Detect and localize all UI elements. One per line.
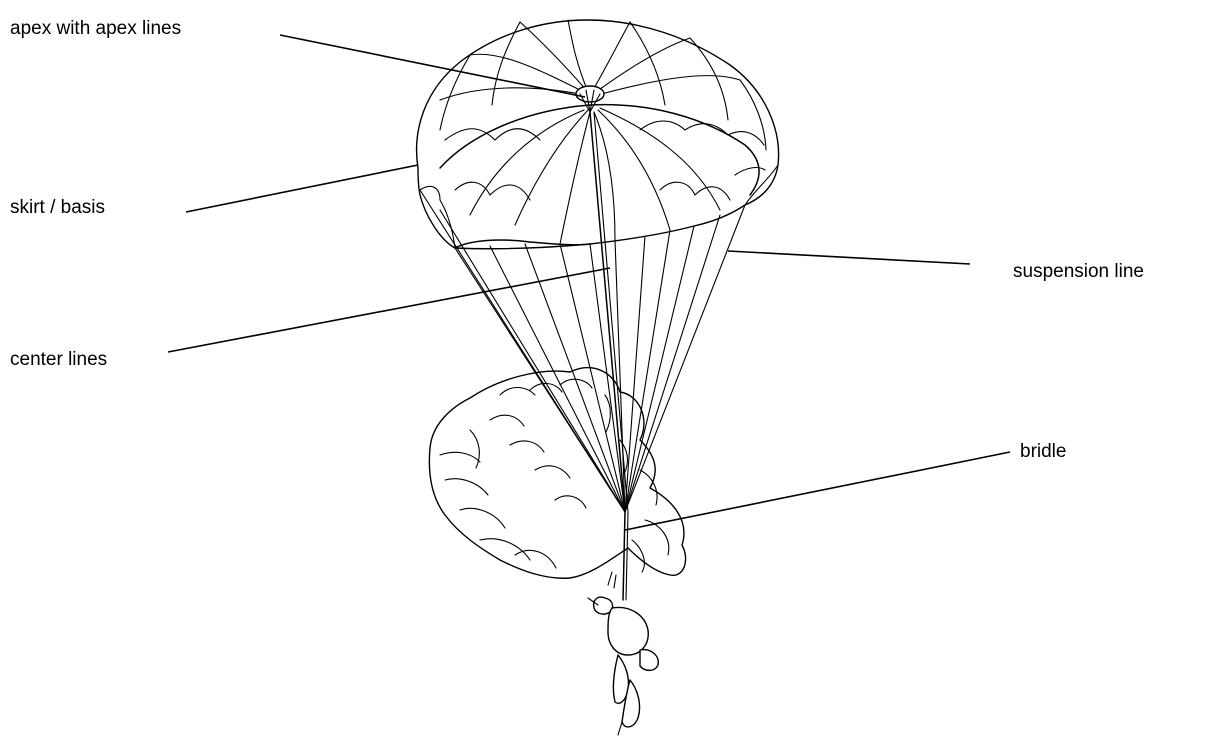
main-canopy bbox=[417, 20, 779, 249]
label-apex: apex with apex lines bbox=[10, 18, 181, 40]
leader-skirt bbox=[186, 165, 418, 212]
label-suspension: suspension line bbox=[1013, 261, 1144, 283]
leader-bridle bbox=[625, 452, 1010, 530]
secondary-canopy bbox=[429, 368, 685, 579]
label-skirt: skirt / basis bbox=[10, 197, 105, 219]
leader-center bbox=[168, 268, 610, 352]
leader-suspension bbox=[728, 251, 970, 264]
label-center: center lines bbox=[10, 349, 107, 371]
label-bridle: bridle bbox=[1020, 441, 1066, 463]
